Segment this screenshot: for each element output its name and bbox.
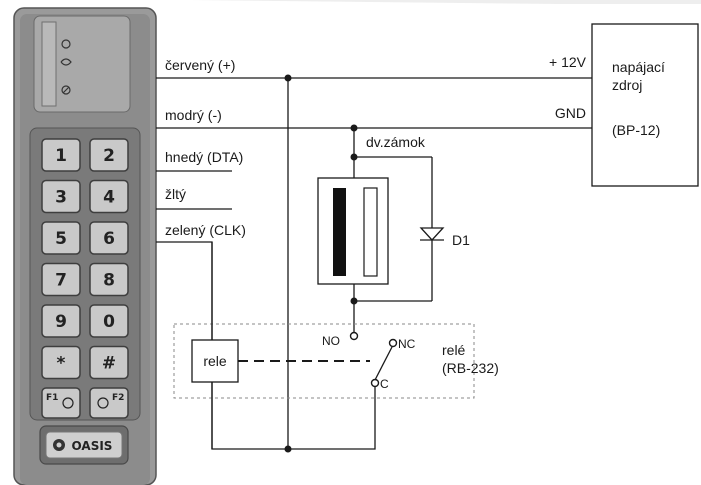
background-shade (190, 0, 701, 4)
wire-relay-common (288, 386, 376, 450)
brand-label: OASIS (72, 439, 113, 453)
function-key-label: F1 (46, 393, 58, 403)
label-diode: D1 (452, 232, 470, 248)
function-key-label: F2 (112, 393, 124, 403)
reader-window (41, 21, 57, 107)
key-label: 0 (103, 312, 115, 332)
relay-coil-label: rele (203, 353, 227, 369)
f1-bell-key: F1 (41, 387, 81, 419)
f2-light-key: F2 (89, 387, 129, 419)
label-nc: NC (398, 337, 416, 351)
key-label: 7 (55, 271, 67, 291)
power-name-line1: napájací (612, 59, 665, 75)
light-icon (97, 397, 109, 409)
label-red: červený (+) (165, 57, 235, 73)
label-blue: modrý (-) (165, 107, 222, 123)
key-label: 2 (103, 146, 115, 166)
key-5: 5 (41, 221, 81, 255)
key-label: 1 (55, 146, 67, 166)
label-door-lock: dv.zámok (366, 134, 426, 150)
relay-module-outline (173, 323, 475, 399)
relay-contacts (349, 331, 398, 388)
door-lock (317, 124, 432, 332)
key-label: * (57, 354, 66, 374)
diode-d1 (419, 157, 445, 301)
key-label: 6 (103, 229, 115, 249)
key-label: 9 (55, 312, 67, 332)
key-8: 8 (89, 262, 129, 297)
key-2: 2 (89, 138, 129, 172)
wire-lines (156, 74, 592, 453)
key-label: 5 (55, 229, 67, 249)
label-c: C (380, 377, 389, 391)
key-3: 3 (41, 179, 81, 214)
power-name-line2: zdroj (612, 77, 642, 93)
key-hash: # (89, 345, 129, 380)
label-brown: hnedý (DTA) (165, 149, 243, 165)
oasis-logo-icon (53, 439, 65, 451)
relay-name-line2: (RB-232) (442, 360, 499, 376)
key-4: 4 (89, 179, 129, 214)
label-gnd: GND (555, 105, 586, 121)
key-label: 3 (55, 188, 67, 208)
key-1: 1 (41, 138, 81, 172)
power-supply (591, 23, 699, 187)
label-green: zelený (CLK) (165, 222, 246, 238)
label-yellow: žltý (165, 186, 186, 202)
label-no: NO (322, 334, 340, 348)
keypad-keys: 1 2 3 4 5 6 7 8 9 0 * # F1 F2 (41, 138, 129, 419)
key-6: 6 (89, 221, 129, 255)
key-label: 8 (103, 271, 115, 291)
key-7: 7 (41, 262, 81, 297)
label-plus-12v: + 12V (549, 54, 587, 70)
key-star: * (41, 345, 81, 380)
key-9: 9 (41, 304, 81, 338)
relay-name-line1: relé (442, 342, 466, 358)
keypad-device: 1 2 3 4 5 6 7 8 9 0 * # F1 F2 OASIS (13, 7, 157, 485)
key-0: 0 (89, 304, 129, 338)
bell-icon (62, 397, 74, 409)
key-label: 4 (103, 188, 115, 208)
relay-coil-box (191, 242, 239, 449)
key-label: # (102, 354, 116, 374)
junction-dot (284, 74, 292, 82)
power-model: (BP-12) (612, 122, 660, 138)
led-icons (60, 39, 72, 95)
